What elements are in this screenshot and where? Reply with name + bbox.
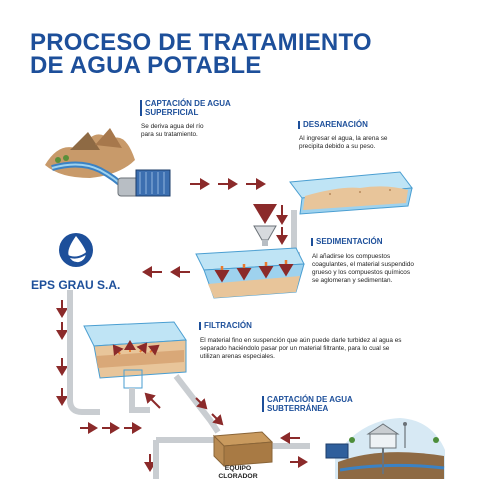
flow-arrows-bottom	[80, 392, 308, 468]
step-title-captacion-subterranea: CAPTACIÓN DE AGUA SUBTERRÁNEA	[262, 395, 353, 413]
eps-grau-logo-icon	[59, 233, 93, 267]
desc-line: coagulantes, el material suspendido	[312, 261, 414, 268]
desc-line: precipita debido a su peso.	[299, 143, 376, 150]
lower-pipes	[67, 290, 310, 479]
left-return-line	[56, 300, 156, 472]
desc-line: separado haciéndolo pasar por un materia…	[200, 345, 390, 352]
step-title-filtracion: FILTRACIÓN	[199, 321, 252, 330]
step-title-line: SUBTERRÁNEA	[267, 404, 329, 413]
step-title-desarenacion: DESARENACIÓN	[298, 120, 368, 129]
desc-line: se aglomeran y sedimentan.	[312, 277, 393, 284]
filtration-tank	[83, 321, 187, 389]
sedimentation-tank	[195, 247, 305, 299]
chlorinator-box	[212, 431, 274, 468]
page-title-line-1: PROCESO DE TRATAMIENTO	[30, 29, 372, 56]
desc-line: grueso y los compuestos químicos	[312, 269, 411, 276]
step-title-captacion-superficial: CAPTACIÓN DE AGUA SUPERFICIAL	[140, 99, 231, 117]
step-desc-sedimentacion: Al añadirse los compuestos coagulantes, …	[312, 253, 462, 285]
desc-line: El material fino en suspención que aún p…	[200, 337, 402, 344]
step-title-line: CAPTACIÓN DE AGUA	[145, 99, 231, 108]
page-title-line-2: DE AGUA POTABLE	[30, 52, 262, 79]
step-desc-desarenacion: Al ingresar el agua, la arena se precipi…	[299, 135, 387, 151]
step-desc-filtracion: El material fino en suspención que aún p…	[200, 337, 460, 361]
step-title-sedimentacion: SEDIMENTACIÓN	[311, 237, 383, 246]
logo-text: EPS GRAU S.A.	[31, 278, 121, 292]
step-title-line: SUPERFICIAL	[145, 108, 199, 117]
desc-line: utilizan arenas especiales.	[200, 353, 275, 360]
connector-pipe-1	[276, 205, 300, 258]
equipment-label: EQUIPO CLORADOR	[218, 465, 258, 481]
page-title: PROCESO DE TRATAMIENTO DE AGUA POTABLE	[30, 29, 430, 79]
desc-line: para su tratamiento.	[141, 131, 198, 138]
step-title-line: FILTRACIÓN	[204, 321, 252, 330]
desc-line: Al ingresar el agua, la arena se	[299, 135, 388, 142]
coagulant-funnel-icon	[253, 204, 277, 261]
step-title-line: CAPTACIÓN DE AGUA	[267, 395, 353, 404]
intake-screen-icon	[117, 169, 171, 197]
desander-tank	[289, 171, 413, 215]
step-title-line: DESARENACIÓN	[303, 120, 368, 129]
equipment-label-line: EQUIPO	[224, 465, 252, 472]
desc-line: Se deriva agua del río	[141, 123, 204, 130]
desc-line: Al añadirse los compuestos	[312, 253, 391, 260]
step-desc-captacion-superficial: Se deriva agua del río para su tratamien…	[141, 123, 204, 139]
groundwater-well-icon	[325, 418, 445, 479]
equipment-label-line: CLORADOR	[218, 473, 258, 480]
step-title-line: SEDIMENTACIÓN	[316, 237, 383, 246]
